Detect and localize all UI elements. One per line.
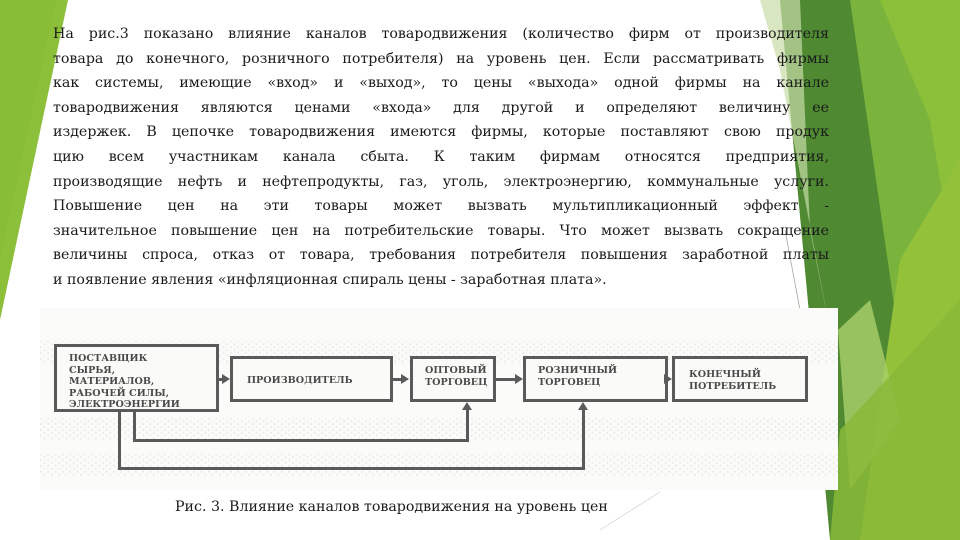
body-line: цию всем участникам канала сбыта. К таки… [53,148,829,165]
body-line: и появление явления «инфляционная спирал… [53,271,607,288]
body-line: как системы, имеющие «вход» и «выход», т… [53,75,829,92]
body-line: значительное повышение цен на потребител… [53,222,829,239]
body-line: величины спроса, отказ от товара, требов… [53,247,829,264]
distribution-channel-diagram: ░░░░░░░░░░░░░░░░░░░░░░░░░░░░░░░░░░░░░░░░… [40,308,838,490]
body-line: издержек. В цепочке товародвижения имеют… [53,124,829,141]
flow-connector [219,378,224,381]
body-line: производящие нефть и нефтепродукты, газ,… [53,173,829,190]
box-label: ПОСТАВЩИК [69,353,148,364]
box-label: КОНЕЧНЫЙ [689,369,761,380]
box-retailer: РОЗНИЧНЫЙ ТОРГОВЕЦ [523,356,668,402]
box-consumer: КОНЕЧНЫЙ ПОТРЕБИТЕЛЬ [672,356,808,402]
box-label: МАТЕРИАЛОВ, [69,376,155,387]
body-line: Повышение цен на эти товары может вызват… [53,198,829,215]
body-line: товародвижения являются ценами «входа» д… [53,99,829,116]
flow-connector [466,409,469,442]
box-label: ТОРГОВЕЦ [538,376,601,388]
scan-bleed-through: ░░░░░░░░░░░░░░░░░░░░░░░░░░░░░░░░░░░░░░░░… [40,418,838,440]
slide-body-text: На рис.3 показано влияние каналов товаро… [53,22,829,293]
box-producer: ПРОИЗВОДИТЕЛЬ [230,356,393,402]
arrow-right-icon [664,374,672,384]
body-line: На рис.3 показано влияние каналов товаро… [53,26,829,42]
arrow-up-icon [462,402,472,410]
box-label: СЫРЬЯ, [69,364,116,376]
box-label: ПОТРЕБИТЕЛЬ [689,380,777,392]
arrow-up-icon [578,402,588,410]
body-line: товара до конечного, розничного потребит… [53,50,829,67]
scan-bleed-through: ░░░░░░░░░░░░░░░░░░░░░░░░░░░░░░░░░░░░░░░░… [40,454,838,476]
box-supplier: ПОСТАВЩИК СЫРЬЯ, МАТЕРИАЛОВ, РАБОЧЕЙ СИЛ… [54,344,219,412]
box-label: РОЗНИЧНЫЙ [538,365,618,376]
box-label: ТОРГОВЕЦ [425,376,488,388]
box-label: ПРОИЗВОДИТЕЛЬ [247,375,353,386]
arrow-right-icon [515,374,523,384]
box-label: ЭЛЕКТРОЭНЕРГИИ [69,399,180,410]
flow-connector [133,412,136,442]
flow-connector [393,378,402,381]
figure-caption: Рис. 3. Влияние каналов товародвижения н… [175,499,608,515]
arrow-right-icon [222,374,230,384]
flow-connector [496,378,515,381]
flow-connector [118,412,121,470]
flow-connector [133,439,469,442]
box-wholesaler: ОПТОВЫЙ ТОРГОВЕЦ [410,356,496,402]
box-label: ОПТОВЫЙ [425,365,487,376]
flow-connector [118,467,585,470]
arrow-right-icon [401,374,409,384]
flow-connector [582,409,585,470]
box-label: РАБОЧЕЙ СИЛЫ, [69,387,170,399]
